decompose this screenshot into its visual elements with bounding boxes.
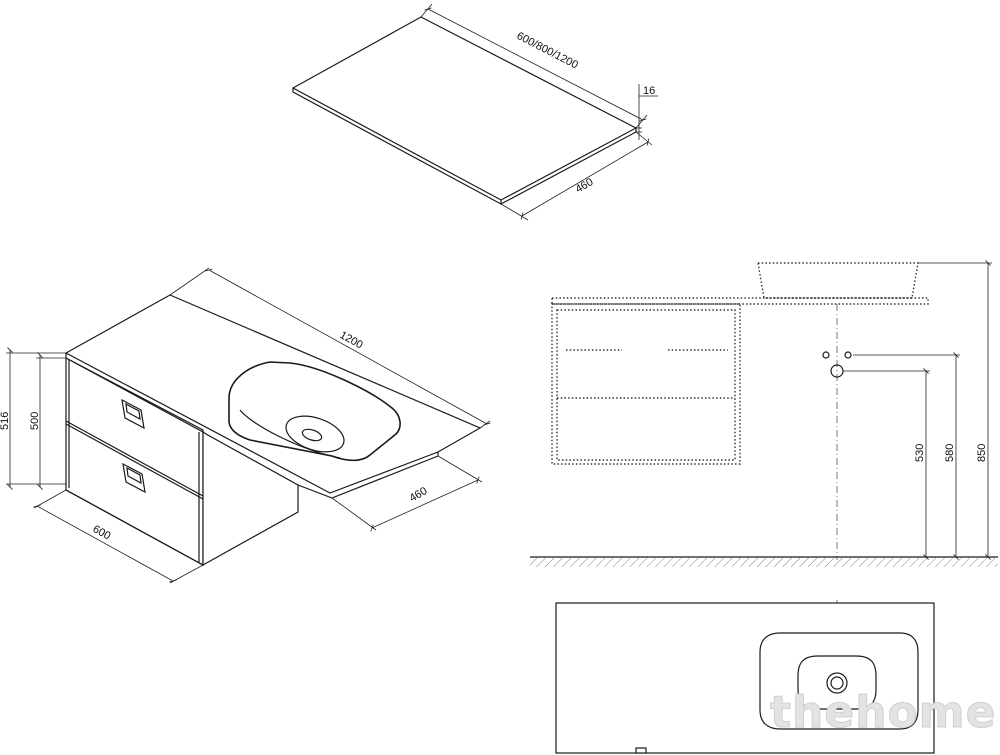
isometric-cabinet-view: 1200 460 600 516 500 (0, 267, 491, 584)
drawer-split (65, 420, 204, 497)
plan-view (555, 602, 935, 754)
plan-bracket (635, 747, 647, 754)
front-elevation-view: 530 580 850 (530, 260, 998, 748)
plan-vessel-outline (759, 632, 919, 730)
right-valve-icon (844, 351, 852, 359)
left-valve-icon (822, 351, 830, 359)
lower-drawer-handle (122, 462, 146, 494)
plan-countertop (555, 602, 935, 754)
top-height-label: 850 (976, 444, 988, 462)
iso-depth-label: 460 (408, 485, 430, 505)
iso-length-label: 1200 (338, 329, 365, 351)
iso-width-label: 600 (91, 523, 113, 542)
elevation-vessel (757, 262, 919, 299)
thickness-label: 16 (643, 85, 655, 97)
elevation-countertop (551, 297, 929, 305)
floor-hatch (530, 557, 998, 567)
length-label: 600/800/1200 (515, 30, 580, 72)
thickness-dimension: 16 (636, 84, 658, 140)
plan-vessel-bowl (797, 655, 877, 710)
plan-drain-icon (826, 672, 848, 694)
valve-height-label: 580 (944, 444, 956, 462)
iso-height-inner-label: 500 (29, 412, 41, 430)
countertop-top-face (291, 16, 638, 201)
iso-height-outer-label: 516 (0, 412, 11, 430)
watermark-text: thehome (770, 687, 996, 738)
cabinet-side (202, 430, 299, 567)
countertop-plate-view: 600/800/1200 16 460 (291, 3, 658, 221)
drain-height-label: 530 (914, 444, 926, 462)
depth-label: 460 (574, 176, 596, 196)
iso-height-dimensions: 516 500 (0, 347, 66, 490)
elevation-cabinet (551, 303, 741, 465)
upper-drawer-handle (121, 398, 145, 430)
